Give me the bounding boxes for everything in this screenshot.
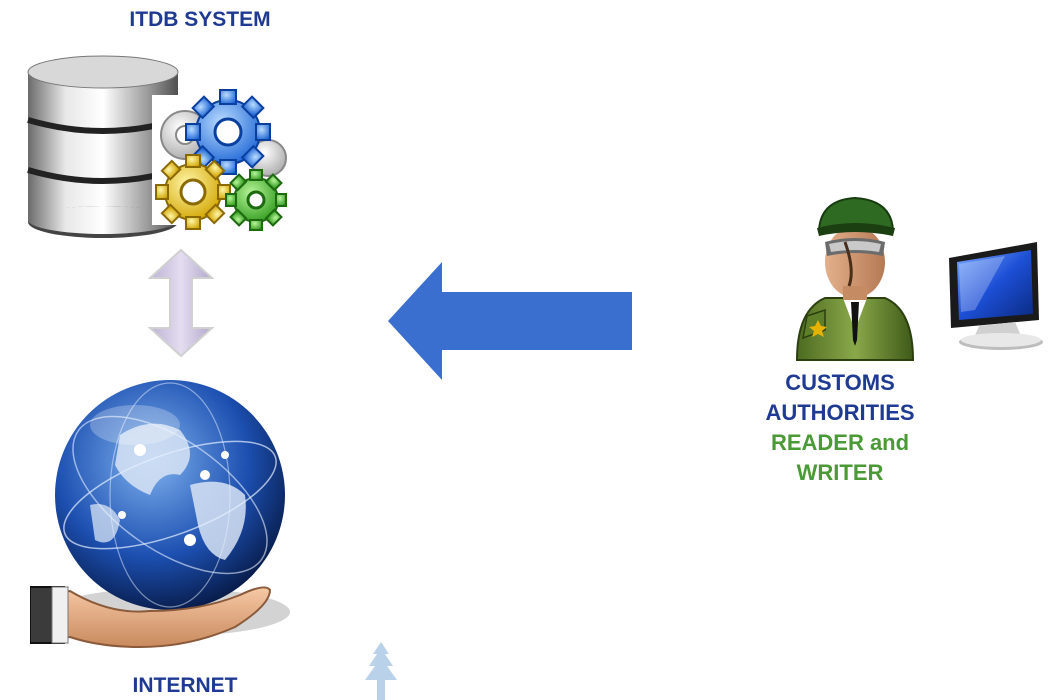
vertical-double-arrow-icon bbox=[148, 248, 214, 358]
left-arrow-icon bbox=[388, 262, 632, 380]
computer-monitor-icon bbox=[949, 242, 1043, 350]
role-line-2: WRITER bbox=[796, 460, 884, 485]
internet-label: INTERNET bbox=[132, 674, 238, 697]
customs-line-2: AUTHORITIES bbox=[765, 400, 915, 425]
role-line-1: READER and bbox=[770, 430, 910, 455]
customs-line-1: CUSTOMS bbox=[785, 370, 895, 395]
itdb-system-label: ITDB SYSTEM bbox=[129, 8, 271, 31]
customs-officer-icon bbox=[795, 196, 915, 361]
globe-in-hand-icon bbox=[30, 380, 290, 649]
database-gears-icon bbox=[27, 55, 288, 238]
tree-watermark-icon bbox=[365, 642, 397, 700]
customs-authorities-label: CUSTOMS AUTHORITIES READER and WRITER bbox=[740, 368, 940, 488]
